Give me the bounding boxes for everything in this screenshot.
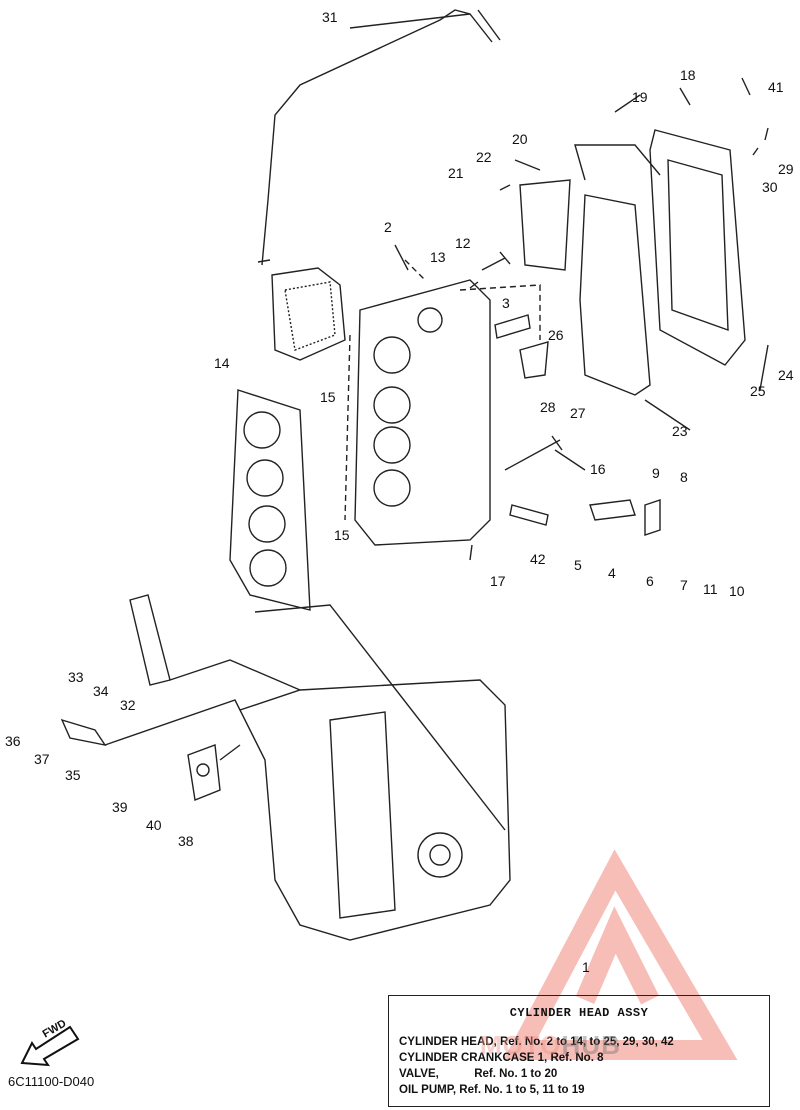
watermark-hub: HUB: [561, 1030, 621, 1060]
callout-4: 4: [608, 565, 616, 581]
assy-line-4: OIL PUMP, Ref. No. 1 to 5, 11 to 19: [399, 1084, 585, 1096]
assy-line-3-label: VALVE,: [399, 1068, 439, 1080]
callout-23: 23: [672, 423, 688, 439]
callout-36: 36: [5, 733, 21, 749]
assy-line-1-label: CYLINDER HEAD,: [399, 1036, 497, 1048]
callout-38: 38: [178, 833, 194, 849]
callout-11: 11: [703, 581, 718, 597]
assy-line-2: CYLINDER CRANKCASE 1, Ref. No. 8: [399, 1052, 604, 1064]
callout-10: 10: [729, 583, 745, 599]
callout-7: 7: [680, 577, 688, 593]
callout-20: 20: [512, 131, 528, 147]
watermark-logo: [503, 849, 738, 1060]
watermark-moto: MOTO: [480, 1030, 562, 1060]
callout-15a: 15: [320, 389, 336, 405]
assy-line-2-text: Ref. No. 8: [550, 1052, 604, 1064]
callout-1: 1: [582, 959, 590, 975]
callout-26: 26: [548, 327, 564, 343]
callout-34: 34: [93, 683, 109, 699]
assy-title: CYLINDER HEAD ASSY: [509, 1006, 649, 1020]
assy-line-3-text: Ref. No. 1 to 20: [474, 1068, 558, 1080]
callout-8: 8: [680, 469, 688, 485]
callout-3: 3: [502, 295, 510, 311]
fwd-arrow-icon: [20, 1025, 80, 1067]
callout-6: 6: [646, 573, 654, 589]
plate-38: [187, 744, 221, 801]
callout-24: 24: [778, 367, 794, 383]
breather-hose-31: [261, 9, 493, 266]
callout-32: 32: [120, 697, 136, 713]
callout-25: 25: [750, 383, 766, 399]
assy-line-4-label: OIL PUMP,: [399, 1084, 457, 1096]
callout-27: 27: [570, 405, 586, 421]
callout-21: 21: [448, 165, 464, 181]
callout-9: 9: [652, 465, 660, 481]
callout-12: 12: [455, 235, 471, 251]
head-cover-18: [649, 129, 746, 366]
callout-29: 29: [778, 161, 794, 177]
callout-5: 5: [574, 557, 582, 573]
callout-37: 37: [34, 751, 50, 767]
anode-cover-20: [519, 179, 571, 271]
callout-16: 16: [590, 461, 606, 477]
bracket-32: [129, 594, 171, 686]
callout-13: 13: [430, 249, 446, 265]
callout-18: 18: [680, 67, 696, 83]
callout-19: 19: [632, 89, 648, 105]
cover-gasket-23: [579, 194, 651, 396]
callout-39: 39: [112, 799, 128, 815]
callout-28: 28: [540, 399, 556, 415]
assy-line-2-label: CYLINDER CRANKCASE 1,: [399, 1052, 548, 1064]
callout-30: 30: [762, 179, 778, 195]
callout-22: 22: [476, 149, 492, 165]
assy-line-4-text: Ref. No. 1 to 5, 11 to 19: [459, 1084, 585, 1096]
callout-41: 41: [768, 79, 784, 95]
assy-line-1-text: Ref. No. 2 to 14, to 25, 29, 30, 42: [499, 1036, 674, 1048]
callout-31: 31: [322, 9, 338, 25]
head-gasket-14: [229, 389, 311, 611]
diagram-code: 6C11100-D040: [8, 1074, 95, 1089]
callout-15b: 15: [334, 527, 350, 543]
assy-line-1: CYLINDER HEAD, Ref. No. 2 to 14, to 25, …: [399, 1036, 674, 1048]
bolt-16: [504, 435, 563, 471]
callout-14: 14: [214, 355, 230, 371]
callout-2: 2: [384, 219, 392, 235]
callout-33: 33: [68, 669, 84, 685]
callout-42: 42: [530, 551, 546, 567]
callout-40: 40: [146, 817, 162, 833]
callout-17: 17: [490, 573, 506, 589]
watermark-text: MOTOHUB: [480, 1030, 621, 1061]
crankcase-1: [239, 679, 511, 941]
cylinder-head-assy-box: CYLINDER HEAD ASSY CYLINDER HEAD, Ref. N…: [388, 995, 770, 1107]
cylinder-head-2: [354, 279, 491, 546]
callout-35: 35: [65, 767, 81, 783]
breather-filter: [271, 267, 346, 361]
assy-line-3: VALVE, Ref. No. 1 to 20: [399, 1068, 557, 1080]
